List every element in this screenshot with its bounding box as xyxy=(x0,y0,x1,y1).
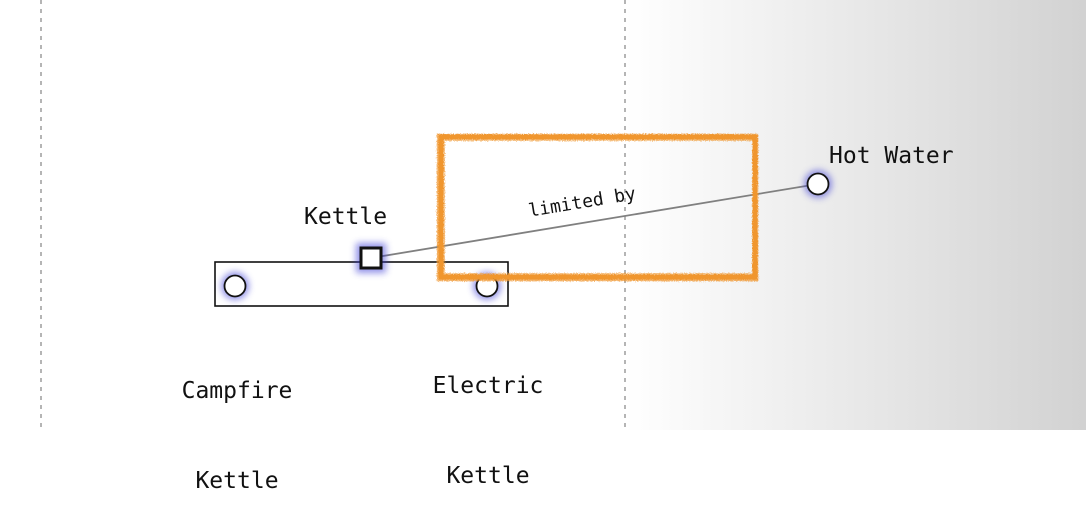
label-hot-water: Hot Water xyxy=(829,143,954,169)
shaded-region xyxy=(625,0,1086,430)
node-campfire-kettle[interactable] xyxy=(221,272,249,300)
label-electric-kettle: Electric Kettle xyxy=(433,311,544,521)
highlight-rectangle xyxy=(436,133,759,282)
node-kettle[interactable] xyxy=(356,243,386,273)
label-electric-kettle-line1: Electric xyxy=(432,373,544,399)
label-campfire-kettle: Campfire Kettle xyxy=(182,316,293,526)
label-electric-kettle-line2: Kettle xyxy=(446,463,530,489)
label-kettle: Kettle xyxy=(304,204,388,230)
label-campfire-kettle-line1: Campfire xyxy=(181,378,293,404)
limited-by-edge[interactable] xyxy=(370,183,819,259)
node-hot-water[interactable] xyxy=(804,170,832,198)
diagram-canvas xyxy=(40,0,1086,430)
label-campfire-kettle-line2: Kettle xyxy=(195,468,279,494)
